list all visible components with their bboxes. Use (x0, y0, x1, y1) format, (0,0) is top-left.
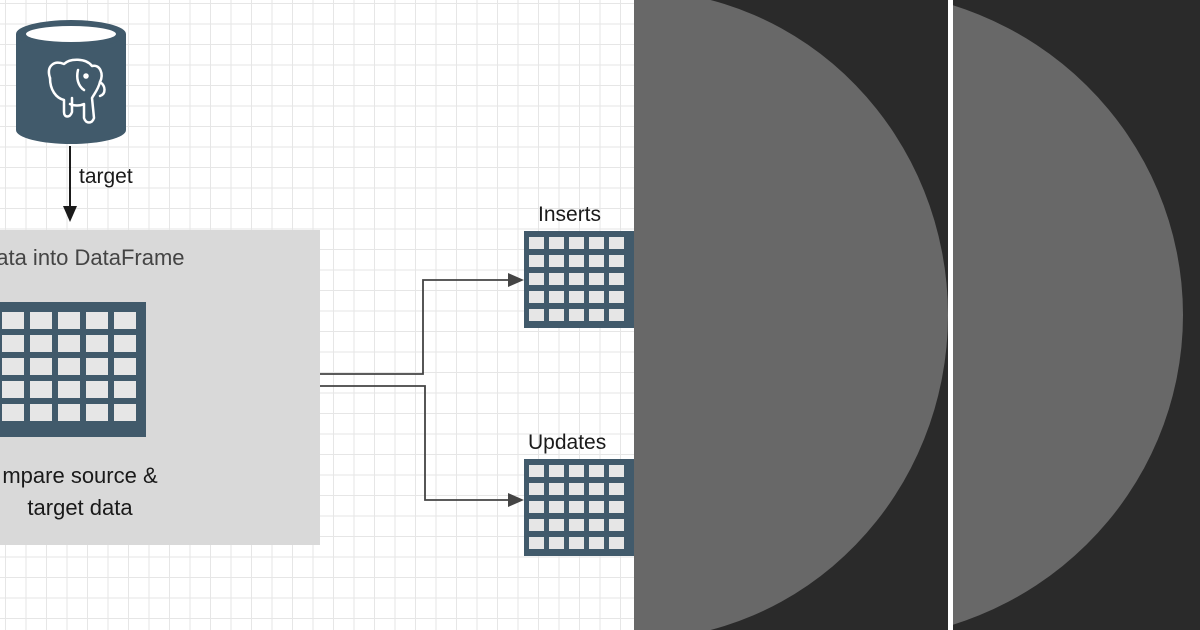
compare-line-1: mpare source & (2, 463, 158, 488)
dark-panel-right (953, 0, 1200, 630)
database-cylinder-icon[interactable] (14, 18, 134, 148)
grey-half-circle-right (953, 0, 1183, 630)
grey-half-circle-left (634, 0, 948, 630)
updates-table-icon[interactable] (524, 459, 634, 556)
connector-to-updates (320, 385, 524, 507)
compare-line-2: target data (27, 495, 133, 520)
dark-panel-left (634, 0, 948, 630)
process-title: data into DataFrame (0, 245, 185, 270)
inserts-table-icon[interactable] (524, 231, 634, 328)
compare-step-label: mpare source & target data (0, 460, 200, 524)
target-edge-label: target (79, 165, 133, 188)
inserts-label: Inserts (538, 203, 602, 226)
updates-label: Updates (528, 431, 607, 454)
table-grid-icon (0, 302, 146, 437)
connector-to-inserts (320, 273, 524, 375)
diagram-canvas: target data into DataFrame mpare source … (0, 0, 634, 630)
postgresql-elephant-icon (47, 58, 106, 124)
panel-divider (948, 0, 953, 630)
target-edge-arrow (63, 146, 77, 222)
